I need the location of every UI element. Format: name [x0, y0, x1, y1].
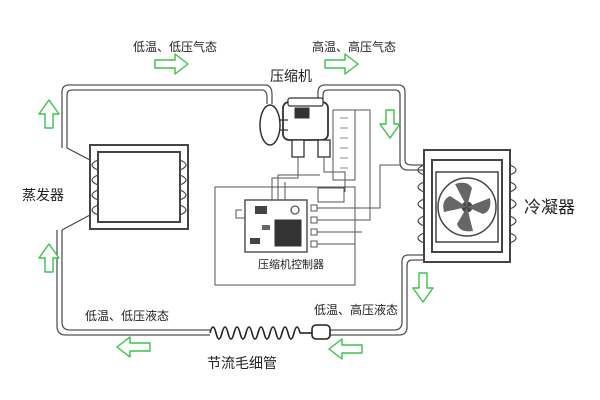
- bottom-right-state-label: 低温、高压液态: [314, 303, 399, 317]
- refrigerant-loop: [56, 84, 425, 336]
- top-left-arrow: [154, 53, 189, 75]
- controller-unit: [214, 109, 400, 286]
- compressor-info-board: [332, 109, 356, 181]
- evaporator-upper-up-arrow: [38, 99, 60, 129]
- evaporator-label: 蒸发器: [22, 188, 64, 204]
- bottom-left-state-label: 低温、低压液态: [85, 309, 170, 323]
- evaporator-lower-up-arrow: [38, 243, 60, 273]
- top-right-state-label: 高温、高压气态: [312, 40, 397, 54]
- bottom-left-arrow: [116, 336, 151, 358]
- compressor-down-arrow: [379, 109, 401, 139]
- flow-arrows: [38, 53, 434, 360]
- condenser-label: 冷凝器: [524, 198, 575, 218]
- condenser-down-arrow: [412, 272, 434, 303]
- bottom-right-arrow: [328, 338, 363, 360]
- condenser-unit: [417, 149, 517, 263]
- compressor-unit: [259, 97, 331, 158]
- compressor-label: 压缩机: [270, 69, 312, 85]
- top-right-arrow: [324, 53, 359, 75]
- capillary-coil: [209, 324, 331, 340]
- evaporator-unit: [61, 144, 189, 231]
- controller-label: 压缩机控制器: [258, 258, 324, 271]
- top-left-state-label: 低温、低压气态: [133, 40, 218, 54]
- capillary-label: 节流毛细管: [207, 356, 277, 372]
